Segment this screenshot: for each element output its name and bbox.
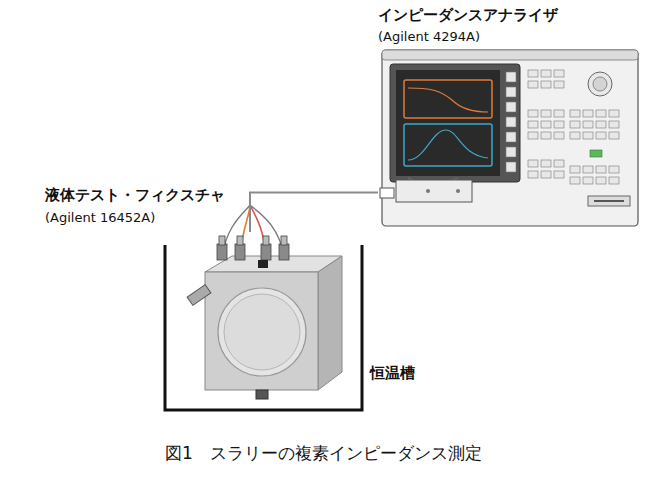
- softkey: [506, 132, 516, 142]
- key: [554, 81, 564, 88]
- key: [570, 110, 580, 117]
- softkey: [506, 162, 516, 172]
- model-label: (Agilent 4294A): [378, 29, 480, 45]
- key: [541, 132, 551, 139]
- figure-caption: 図1 スラリーの複素インピーダンス測定: [0, 442, 647, 465]
- bath-outline: [165, 245, 362, 410]
- key: [554, 160, 564, 167]
- key: [541, 81, 551, 88]
- softkey: [506, 87, 516, 97]
- key: [528, 110, 538, 117]
- bnc-connector: [235, 244, 245, 260]
- device-label: 恒温槽: [370, 364, 415, 382]
- key: [554, 70, 564, 77]
- key: [528, 160, 538, 167]
- bnc-tip: [281, 236, 287, 245]
- key: [583, 132, 593, 139]
- key: [596, 121, 606, 128]
- key: [609, 121, 619, 128]
- model-label: (Agilent 16452A): [45, 210, 155, 226]
- key: [541, 121, 551, 128]
- key: [596, 177, 606, 184]
- bnc-connector: [279, 244, 289, 260]
- bnc-tip: [219, 236, 225, 245]
- key: [570, 121, 580, 128]
- key: [528, 132, 538, 139]
- softkey: [506, 117, 516, 127]
- softkey: [506, 72, 516, 82]
- impedance-analyzer: [380, 50, 638, 226]
- key: [528, 121, 538, 128]
- key: [570, 177, 580, 184]
- key: [528, 70, 538, 77]
- liquid-test-fixture: [187, 205, 342, 399]
- key: [541, 70, 551, 77]
- softkey: [506, 102, 516, 112]
- key: [596, 132, 606, 139]
- key: [554, 121, 564, 128]
- key: [609, 132, 619, 139]
- device-node: インピーダンスアナライザ (Agilent 4294A): [378, 6, 640, 228]
- device-label: 液体テスト・フィクスチャ: [45, 186, 225, 204]
- key: [583, 177, 593, 184]
- key: [528, 81, 538, 88]
- key: [528, 171, 538, 178]
- cable: [250, 192, 378, 232]
- key: [596, 110, 606, 117]
- device-node: 恒温槽液体テスト・フィクスチャ(Agilent 16452A): [160, 240, 432, 415]
- key: [541, 160, 551, 167]
- key: [554, 110, 564, 117]
- key: [554, 171, 564, 178]
- bnc-tip: [237, 236, 243, 245]
- bnc-connector: [217, 244, 227, 260]
- key: [583, 110, 593, 117]
- key: [570, 166, 580, 173]
- key: [609, 177, 619, 184]
- key: [583, 166, 593, 173]
- key: [541, 171, 551, 178]
- key: [554, 132, 564, 139]
- key: [609, 110, 619, 117]
- key: [541, 110, 551, 117]
- key: [609, 166, 619, 173]
- softkey: [506, 147, 516, 157]
- device-node: 液体テスト・フィクスチャ(Agilent 16452A): [190, 232, 338, 400]
- key: [570, 132, 580, 139]
- device-label: インピーダンスアナライザ: [378, 6, 558, 24]
- key: [596, 166, 606, 173]
- key: [583, 121, 593, 128]
- bnc-tip: [263, 236, 269, 245]
- bnc-connector: [261, 244, 271, 260]
